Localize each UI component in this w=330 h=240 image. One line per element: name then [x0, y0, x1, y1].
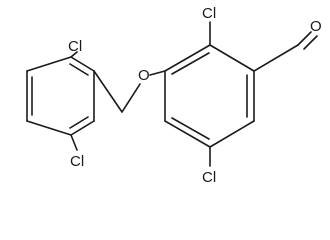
bond-ring-to-ch2 — [93, 70, 123, 113]
benzaldehyde-ring — [164, 44, 255, 148]
bond — [26, 56, 72, 72]
cho-double-bond — [303, 35, 318, 50]
dichlorophenyl-ring — [26, 56, 95, 136]
double-bond — [69, 116, 89, 129]
bond — [70, 56, 95, 72]
chlorine-label-top-left: Cl — [68, 38, 82, 55]
double-bond — [171, 52, 210, 75]
bond-ring-to-cho — [253, 44, 299, 72]
cho-double-bond — [297, 31, 312, 46]
bond-ch2-to-oxygen — [121, 83, 141, 113]
bond — [164, 120, 211, 148]
bond — [26, 120, 72, 136]
bond — [209, 44, 255, 72]
chlorine-label-bottom-left: Cl — [70, 153, 84, 170]
bond-to-cl-top-left — [70, 51, 78, 58]
chemical-structure-diagram: Cl Cl Cl Cl O O — [26, 5, 322, 186]
aldehyde-oxygen-label: O — [310, 18, 322, 35]
double-bond — [171, 117, 210, 140]
bond-oxygen-to-ring — [149, 70, 166, 76]
bond — [209, 120, 255, 148]
bond — [164, 44, 211, 72]
double-bond — [69, 63, 89, 76]
chlorine-label-bottom-right: Cl — [202, 169, 216, 186]
ether-oxygen-label: O — [138, 67, 150, 84]
chlorine-label-top-right: Cl — [202, 5, 216, 22]
bond — [70, 120, 95, 136]
bond-to-cl-bottom-left — [70, 134, 78, 151]
